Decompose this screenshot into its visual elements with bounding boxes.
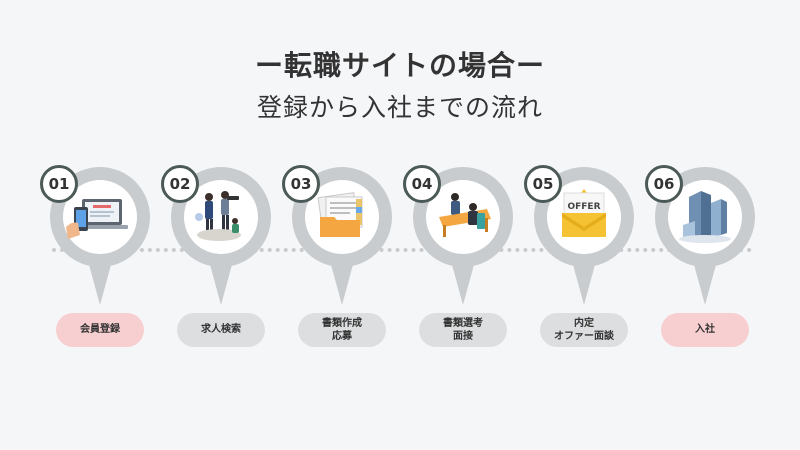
pin-marker: [655, 167, 755, 305]
page-title: ー転職サイトの場合ー: [254, 49, 545, 82]
interview-desk-icon: [439, 193, 491, 237]
step-2: 02 求人検索: [161, 165, 281, 355]
step-number-badge: 04: [403, 165, 441, 203]
step-label: 書類作成 応募: [298, 313, 386, 347]
search-team-icon: [195, 191, 241, 241]
step-3: 03 書類作成 応募: [282, 165, 402, 355]
offer-envelope-icon: OFFER: [562, 189, 606, 237]
step-number-badge: 01: [40, 165, 78, 203]
step-label: 求人検索: [177, 313, 265, 347]
step-5: OFFER 05 内定 オファー面談: [524, 165, 644, 355]
step-number-badge: 02: [161, 165, 199, 203]
laptop-phone-icon: [66, 199, 128, 239]
dotted-connector: [52, 248, 752, 252]
page-subtitle: 登録から入社までの流れ: [256, 93, 543, 122]
step-label: 会員登録: [56, 313, 144, 347]
documents-folder-icon: [317, 192, 363, 237]
svg-text:OFFER: OFFER: [567, 202, 600, 212]
step-label: 入社: [661, 313, 749, 347]
step-4: 04 書類選考 面接: [403, 165, 523, 355]
office-building-icon: [679, 191, 731, 243]
step-number-badge: 06: [645, 165, 683, 203]
step-label: 内定 オファー面談: [540, 313, 628, 347]
step-1: 01 会員登録: [40, 165, 160, 355]
step-label: 書類選考 面接: [419, 313, 507, 347]
step-6: 06 入社: [645, 165, 765, 355]
step-number-badge: 05: [524, 165, 562, 203]
step-number-badge: 03: [282, 165, 320, 203]
